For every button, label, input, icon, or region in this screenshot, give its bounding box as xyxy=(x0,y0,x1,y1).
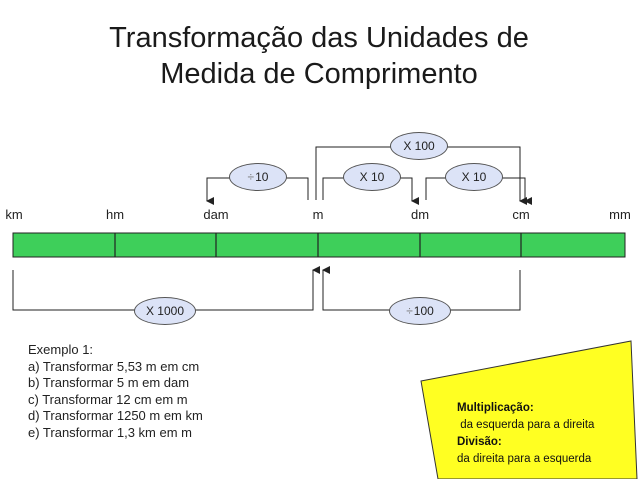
op-divide-10-value: 10 xyxy=(255,170,269,184)
op-multiply-10-a: X 10 xyxy=(343,163,401,191)
yellow-note xyxy=(420,340,638,479)
unit-label-cm: cm xyxy=(512,207,530,222)
op-divide-100: ÷ 100 xyxy=(389,297,451,325)
title-line-1: Transformação das Unidades de xyxy=(109,22,529,54)
unit-label-km: km xyxy=(5,207,23,222)
multiplication-text: da esquerda para a direita xyxy=(457,419,595,431)
unit-label-m: m xyxy=(312,207,324,222)
title-line-2: Medida de Comprimento xyxy=(160,58,478,90)
example-item: c) Transformar 12 cm em m xyxy=(28,391,188,407)
division-icon: ÷ xyxy=(247,170,255,184)
unit-label-mm: mm xyxy=(609,207,631,222)
unit-label-dm: dm xyxy=(410,207,430,222)
example-item: e) Transformar 1,3 km em m xyxy=(28,424,192,440)
examples-list: Exemplo 1: a) Transformar 5,53 m em cm b… xyxy=(28,342,203,441)
op-multiply-10-a-value: X 10 xyxy=(359,170,385,184)
example-item: b) Transformar 5 m em dam xyxy=(28,375,190,390)
examples-heading: Exemplo 1: xyxy=(28,342,94,357)
op-multiply-100: X 100 xyxy=(390,132,448,160)
unit-dividers xyxy=(114,233,522,257)
page-title: Transformação das Unidades de Medida de … xyxy=(0,20,638,92)
division-icon: ÷ xyxy=(406,304,413,318)
unit-label-hm: hm xyxy=(105,207,125,222)
op-divide-10: ÷ 10 xyxy=(229,163,287,191)
op-multiply-10-b-value: X 10 xyxy=(461,170,487,184)
unit-bar xyxy=(12,232,626,258)
rule-note: Multiplicação: da esquerda para a direit… xyxy=(457,400,594,468)
example-item: d) Transformar 1250 m em km xyxy=(28,408,203,423)
multiplication-label: Multiplicação: xyxy=(457,402,534,414)
example-item: a) Transformar 5,53 m em cm xyxy=(28,358,200,374)
division-text: da direita para a esquerda xyxy=(457,453,592,465)
op-multiply-1000-value: X 1000 xyxy=(145,304,185,318)
op-multiply-100-value: X 100 xyxy=(403,139,435,153)
op-multiply-1000: X 1000 xyxy=(134,297,196,325)
division-label: Divisão: xyxy=(457,436,502,448)
unit-label-dam: dam xyxy=(203,207,229,222)
op-multiply-10-b: X 10 xyxy=(445,163,503,191)
op-divide-100-value: 100 xyxy=(413,304,434,318)
